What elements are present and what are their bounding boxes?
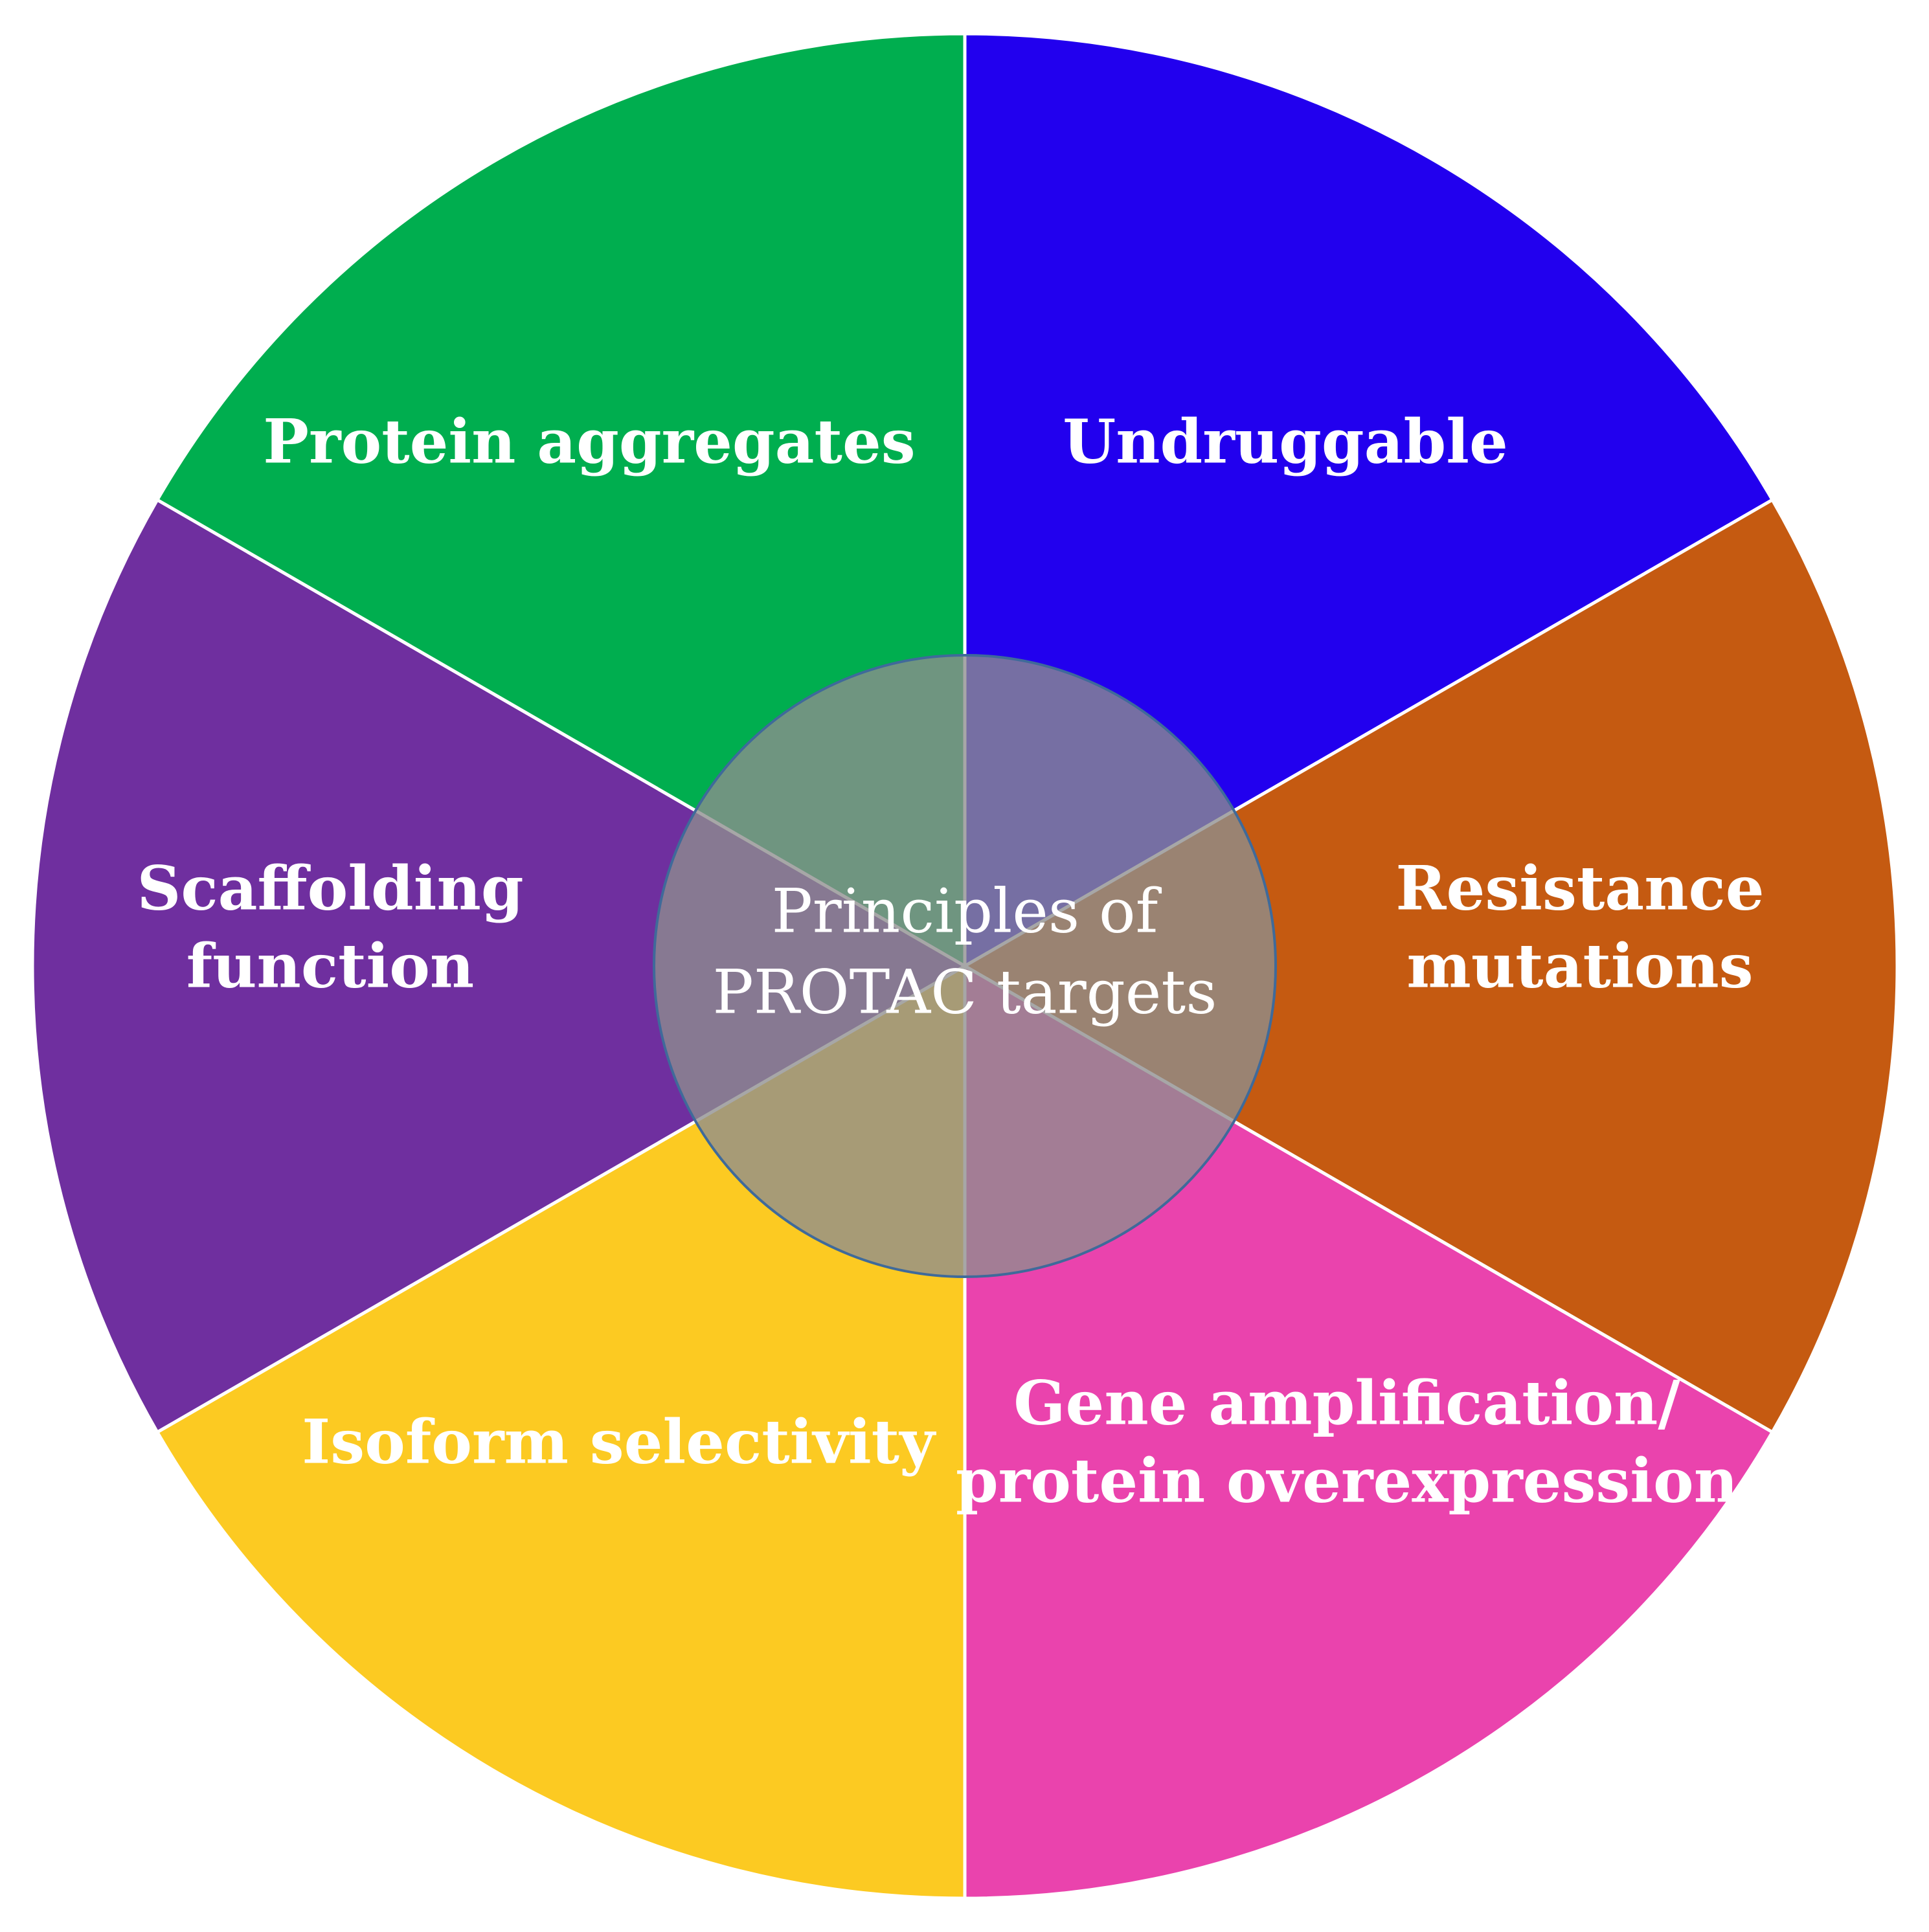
segment-label-line: Undruggable (1063, 406, 1508, 477)
segment-label-line: protein overexpression (956, 1445, 1738, 1516)
segment-label-undruggable: Undruggable (1063, 406, 1508, 477)
segment-scaffolding-function (30, 498, 967, 1434)
segment-label-line: Scaffolding (137, 853, 523, 924)
segment-label-line: Gene amplification/ (1013, 1367, 1680, 1439)
segment-label-isoform-selectivity: Isoform selectivity (302, 1406, 936, 1477)
segment-label-line: Protein aggregates (263, 406, 915, 477)
center-title-line: Principles of (772, 876, 1162, 947)
center-title-line: PROTAC targets (713, 957, 1217, 1028)
segment-label-line: Resistance (1395, 853, 1764, 924)
center-title: Principles of PROTAC targets (713, 876, 1217, 1028)
segment-label-line: Isoform selectivity (302, 1406, 936, 1477)
segment-label-line: mutations (1406, 930, 1753, 1002)
center-hub (653, 654, 1277, 1278)
segment-label-line: function (186, 930, 475, 1002)
segment-label-protein-aggregates: Protein aggregates (263, 406, 915, 477)
segment-label-gene-amplification: Gene amplification/protein overexpressio… (956, 1367, 1738, 1516)
segment-resistance-mutations (963, 498, 1899, 1434)
